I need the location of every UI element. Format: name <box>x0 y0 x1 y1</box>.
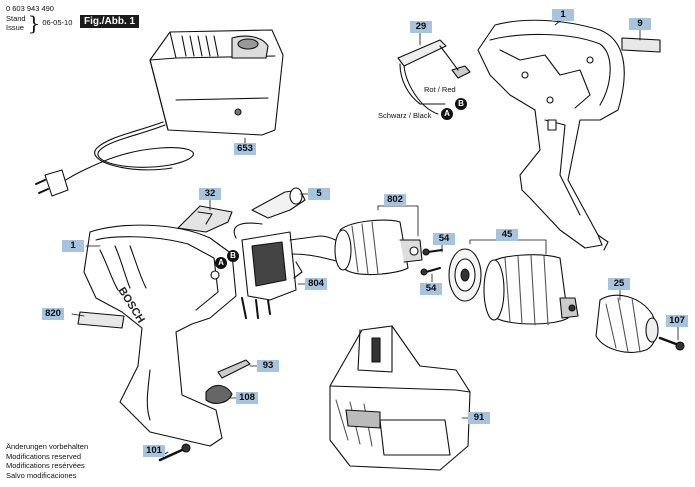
gear-disc <box>448 248 482 302</box>
part-tag-108: 108 <box>236 392 258 404</box>
notice-line-en: Modifications reserved <box>6 451 82 461</box>
part-tag-9: 9 <box>629 18 651 30</box>
bit-holder <box>205 384 233 404</box>
notice-line-es: Salvo modificaciones <box>6 470 77 480</box>
part-tag-93: 93 <box>257 360 279 372</box>
part-tag-25: 25 <box>608 278 630 290</box>
label-strip <box>77 311 125 329</box>
stand-label: Stand <box>6 14 26 23</box>
screwdriver-bit <box>217 359 251 379</box>
part-tag-653: 653 <box>234 143 256 155</box>
modifications-notice: Änderungen vorbehalten Modifications res… <box>6 442 88 480</box>
document-number: 0 603 943 490 <box>6 4 54 13</box>
part-tag-820: 820 <box>42 308 64 320</box>
notice-line-de: Änderungen vorbehalten <box>6 442 89 451</box>
housing-half-right <box>477 19 625 251</box>
notice-line-fr: Modifications resérvées <box>6 461 85 471</box>
part-tag-32: 32 <box>199 188 221 200</box>
gearbox <box>483 254 579 326</box>
brace-icon: } <box>27 11 41 35</box>
part-tag-54-bottom: 54 <box>420 283 442 295</box>
part-tag-802: 802 <box>384 194 406 206</box>
part-tag-5: 5 <box>308 188 330 200</box>
housing-half-left: BOSCH <box>83 224 237 447</box>
connector-b-marker-switch: B <box>227 250 239 262</box>
connector-a-marker-switch: A <box>215 257 227 269</box>
part-tag-107: 107 <box>666 315 688 327</box>
issue-label: Issue <box>6 23 24 32</box>
part-tag-45: 45 <box>496 229 518 241</box>
charger-cord <box>35 121 194 197</box>
chuck <box>595 294 659 353</box>
part-tag-1-left: 1 <box>62 240 84 252</box>
part-tag-29: 29 <box>410 21 432 33</box>
switch-assembly <box>233 222 346 319</box>
part-tag-54-top: 54 <box>433 233 455 245</box>
connector-a-marker-top: A <box>441 108 453 120</box>
red-wire-label: Rot / Red <box>424 85 456 94</box>
part-tag-1-top: 1 <box>552 9 574 21</box>
connector-b-marker-top: B <box>455 98 467 110</box>
battery-pack <box>329 325 471 471</box>
part-tag-101: 101 <box>143 445 165 457</box>
motor <box>334 219 423 275</box>
housing-screw <box>158 443 191 462</box>
chuck-screw <box>658 336 685 351</box>
nameplate <box>621 37 661 53</box>
part-tag-91: 91 <box>468 412 490 424</box>
figure-label: Fig./Abb. 1 <box>80 15 140 28</box>
document-header: 0 603 943 490 Stand Issue } 06-05-10 <box>6 4 73 35</box>
black-wire-label: Schwarz / Black <box>378 111 432 120</box>
issue-block: Stand Issue } 06-05-10 <box>6 11 73 35</box>
issue-date: 06-05-10 <box>42 18 73 27</box>
indicator-board <box>397 39 471 115</box>
battery-charger <box>149 29 284 136</box>
part-tag-804: 804 <box>305 278 327 290</box>
switch-cover <box>177 205 233 233</box>
screws <box>420 248 443 276</box>
